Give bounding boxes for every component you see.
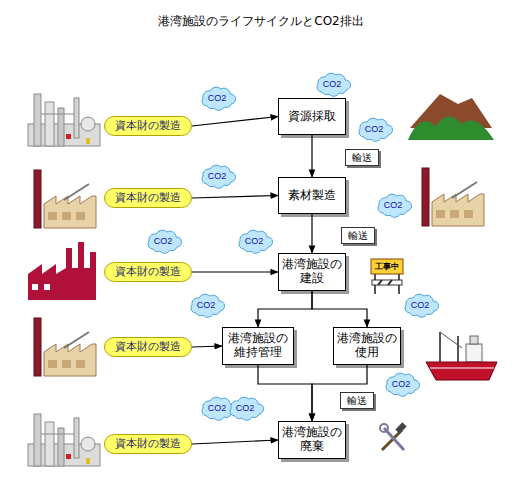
- flow-arrow: [192, 346, 222, 347]
- flow-arrow: [192, 117, 278, 127]
- node-text: CO2: [411, 300, 430, 310]
- cloud-outline: [202, 87, 236, 110]
- capital-goods-oval: 資本財の製造: [104, 337, 192, 357]
- co2-cloud: CO2: [199, 396, 235, 420]
- flow-arrow: [312, 291, 367, 327]
- node-text: CO2: [208, 93, 227, 103]
- oval-outline: [105, 435, 192, 454]
- sign-text: 工事中: [372, 261, 402, 273]
- node-text: CO2: [208, 403, 227, 413]
- node-text: 港湾施設の使用: [337, 332, 397, 360]
- process-box: 港湾施設の使用: [333, 327, 401, 365]
- node-text: CO2: [208, 171, 227, 181]
- process-box: 港湾施設の廃棄: [278, 421, 346, 459]
- node-text: 港湾施設の建設: [282, 258, 342, 286]
- mountain-icon: [408, 94, 494, 140]
- process-box: 港湾施設の維持管理: [222, 327, 294, 365]
- flow-arrow: [258, 291, 312, 327]
- node-text: CO2: [236, 403, 255, 413]
- node-text: CO2: [197, 300, 216, 310]
- capital-goods-oval: 資本財の製造: [104, 188, 192, 208]
- node-text: 輸送: [348, 230, 368, 242]
- factory-icon: [28, 242, 96, 300]
- co2-cloud: CO2: [199, 164, 235, 188]
- node-text: 輸送: [347, 395, 367, 407]
- cloud-outline: [148, 230, 182, 253]
- factory-icon: [34, 318, 96, 376]
- process-box: 港湾施設の建設: [278, 253, 346, 291]
- cloud-outline: [359, 118, 393, 141]
- node-text: 素材製造: [288, 189, 336, 203]
- node-text: CO2: [323, 79, 342, 89]
- cloud-outline: [202, 165, 236, 188]
- flow-arrow: [311, 214, 312, 253]
- diagram-title: 港湾施設のライフサイクルとCO2排出: [0, 13, 522, 30]
- factory-icon: [28, 94, 100, 146]
- node-text: CO2: [365, 124, 384, 134]
- co2-cloud: CO2: [199, 86, 235, 110]
- node-text: CO2: [392, 379, 411, 389]
- transport-box: 輸送: [341, 227, 375, 244]
- node-text: 輸送: [352, 152, 372, 164]
- flow-arrow: [192, 196, 278, 199]
- co2-cloud: CO2: [383, 372, 419, 396]
- node-text: 資本財の製造: [115, 438, 181, 451]
- oval-outline: [105, 117, 192, 136]
- flow-arrow: [192, 271, 278, 272]
- co2-cloud: CO2: [375, 193, 411, 217]
- node-text: 資本財の製造: [115, 192, 181, 205]
- capital-goods-oval: 資本財の製造: [104, 262, 192, 282]
- flow-arrow: [311, 135, 312, 177]
- cloud-outline: [317, 73, 351, 96]
- node-text: 資本財の製造: [115, 266, 181, 279]
- flow-arrow: [258, 365, 312, 421]
- node-text: 資本財の製造: [115, 341, 181, 354]
- construction-sign: [371, 259, 403, 294]
- flow-arrow: [192, 440, 278, 444]
- cloud-outline: [230, 397, 264, 420]
- node-text: CO2: [384, 200, 403, 210]
- co2-cloud: CO2: [227, 396, 263, 420]
- oval-outline: [105, 189, 192, 208]
- cloud-outline: [239, 230, 273, 253]
- node-text: 資源採取: [288, 110, 336, 124]
- node-text: CO2: [245, 236, 264, 246]
- factory-icon: [422, 168, 484, 226]
- transport-box: 輸送: [345, 149, 379, 166]
- flow-arrow: [312, 365, 367, 421]
- cloud-outline: [405, 294, 439, 317]
- cloud-outline: [378, 194, 412, 217]
- capital-goods-oval: 資本財の製造: [104, 434, 192, 454]
- factory-icon: [34, 170, 96, 228]
- ship-icon: [426, 332, 497, 380]
- co2-cloud: CO2: [188, 293, 224, 317]
- process-box: 資源採取: [278, 98, 346, 135]
- co2-cloud: CO2: [356, 117, 392, 141]
- co2-cloud: CO2: [314, 72, 350, 96]
- co2-cloud: CO2: [145, 229, 181, 253]
- process-box: 素材製造: [278, 177, 346, 214]
- node-text: 資本財の製造: [115, 120, 181, 133]
- cloud-outline: [191, 294, 225, 317]
- co2-cloud: CO2: [236, 229, 272, 253]
- oval-outline: [105, 338, 192, 357]
- tools-icon: [380, 422, 407, 450]
- co2-cloud: CO2: [402, 293, 438, 317]
- oval-outline: [105, 263, 192, 282]
- node-text: 港湾施設の廃棄: [282, 426, 342, 454]
- cloud-outline: [386, 373, 420, 396]
- node-text: CO2: [154, 236, 173, 246]
- transport-box: 輸送: [340, 392, 374, 409]
- node-text: 港湾施設の維持管理: [226, 332, 290, 360]
- factory-icon: [28, 414, 100, 466]
- capital-goods-oval: 資本財の製造: [104, 116, 192, 136]
